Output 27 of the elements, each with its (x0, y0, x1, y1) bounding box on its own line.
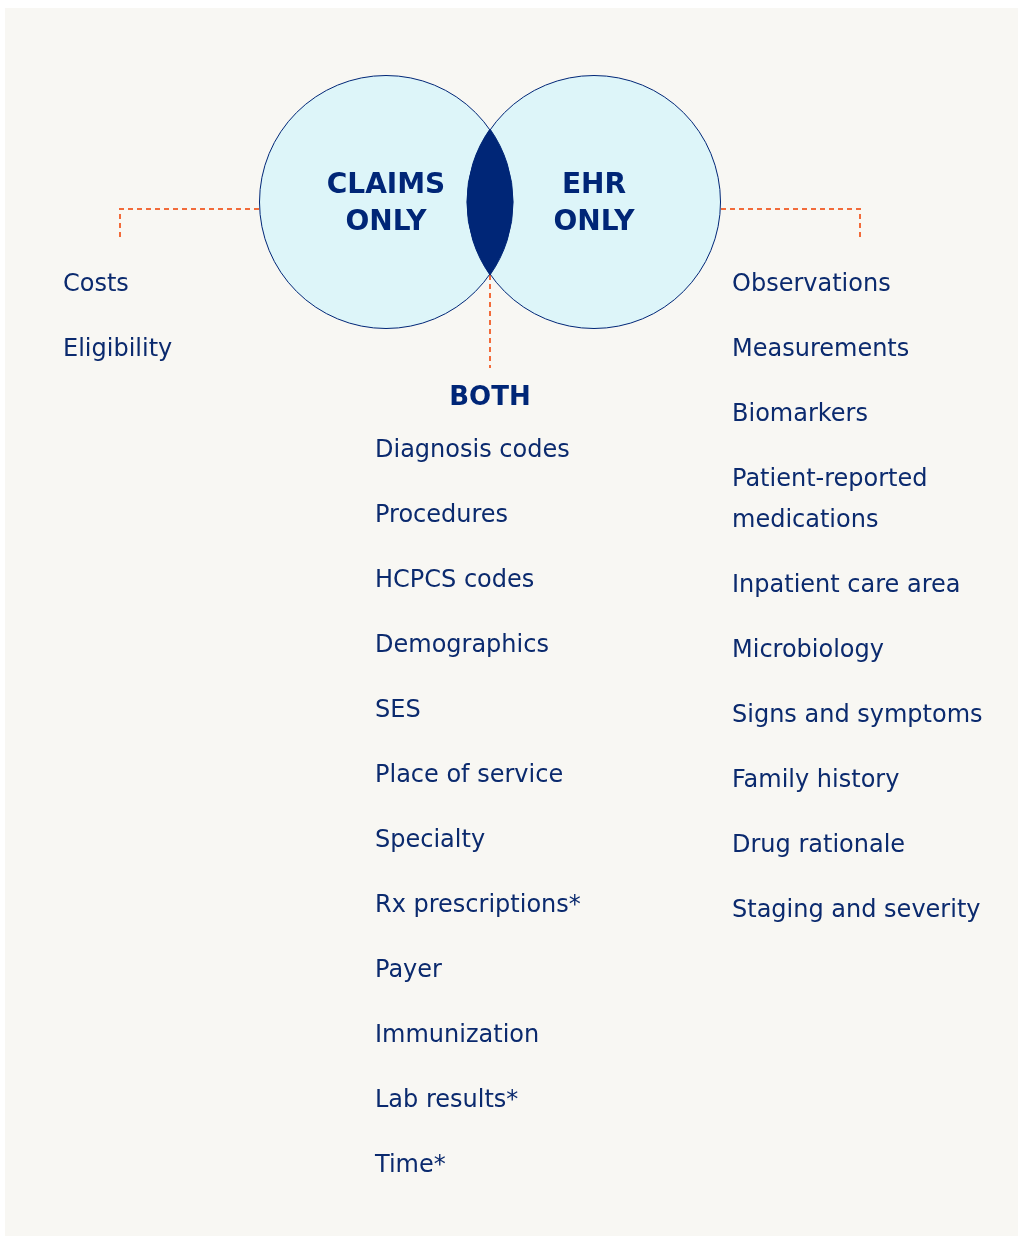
list-item: Payer (375, 955, 442, 983)
list-item: HCPCS codes (375, 565, 535, 593)
list-item: SES (375, 695, 421, 723)
list-item: Patient-reported medications (732, 464, 928, 533)
list-item: Biomarkers (732, 399, 868, 427)
list-item: Lab results* (375, 1085, 519, 1113)
list-item: Drug rationale (732, 830, 906, 858)
list-item: Family history (732, 765, 900, 793)
circle-label: EHR ONLY (552, 166, 636, 239)
list-item: Costs (63, 269, 129, 297)
list-item: Procedures (375, 500, 509, 528)
list-item: Demographics (375, 630, 549, 658)
list-item: Place of service (375, 760, 564, 788)
circle-label: CLAIMS ONLY (325, 166, 447, 239)
list-item: Eligibility (63, 334, 173, 362)
section-heading: BOTH (449, 381, 531, 411)
list-item: Diagnosis codes (375, 435, 570, 463)
list-item: Immunization (375, 1020, 540, 1048)
list-item: Rx prescriptions* (375, 890, 581, 918)
list-item: Time* (375, 1150, 446, 1178)
list-item: Measurements (732, 334, 910, 362)
list-item: Specialty (375, 825, 486, 853)
list-item: Microbiology (732, 635, 884, 663)
list-item: Staging and severity (732, 895, 981, 923)
list-item: Signs and symptoms (732, 700, 983, 728)
list-item: Inpatient care area (732, 570, 961, 598)
list-item: Observations (732, 269, 891, 297)
